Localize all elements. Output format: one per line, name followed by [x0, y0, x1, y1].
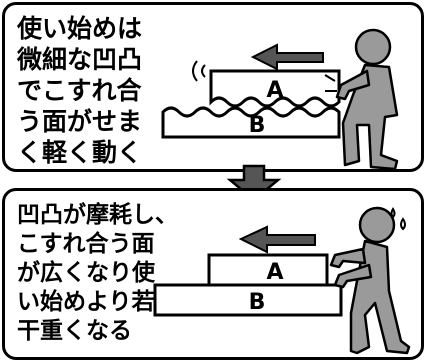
block-a: A — [209, 69, 341, 108]
top-caption: 使い始めは 微細な凹凸 でこすれ合 う面がせま く軽く動く — [17, 14, 143, 167]
block-b: B — [153, 283, 343, 317]
block-a: A — [207, 253, 329, 287]
sweat-drops — [390, 207, 406, 231]
block-b-label: B — [249, 113, 266, 138]
pushing-person-icon — [329, 206, 411, 355]
pushing-person-icon — [335, 28, 399, 171]
bottom-caption: 凹凸が摩耗し、 こすれ合う面 が広くなり使 い始めより若 干重くなる — [17, 202, 178, 344]
left-arrow-icon — [238, 225, 316, 254]
block-a-label: A — [266, 78, 283, 103]
left-arrow-icon — [250, 43, 324, 71]
top-panel: 使い始めは 微細な凹凸 でこすれ合 う面がせま く軽く動く B A — [2, 2, 424, 172]
motion-lines-figure — [324, 74, 337, 92]
bottom-panel: 凹凸が摩耗し、 こすれ合う面 が広くなり使 い始めより若 干重くなる B A — [2, 188, 424, 360]
bottom-diagram: B A — [153, 206, 411, 355]
block-b-label: B — [249, 290, 266, 315]
block-a-label: A — [266, 260, 283, 285]
block-b: B — [161, 106, 341, 139]
top-diagram: B A — [161, 28, 399, 171]
motion-lines — [192, 60, 206, 82]
